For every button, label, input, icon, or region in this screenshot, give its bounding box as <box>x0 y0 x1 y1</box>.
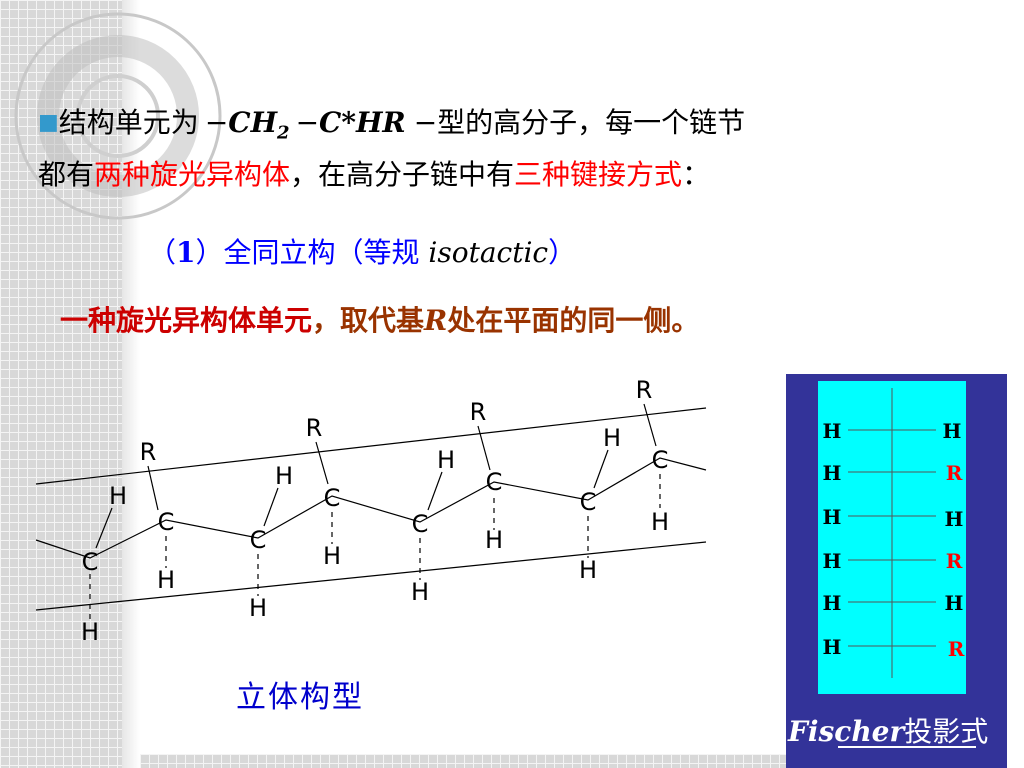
desc-text-a: ，取代基 <box>312 304 425 337</box>
bond-c8-r <box>643 403 657 447</box>
fischer-right-label: R <box>946 461 963 485</box>
bond-c6-r <box>477 425 491 471</box>
fischer-left-label: H <box>823 461 842 485</box>
fischer-right-label: R <box>948 637 965 661</box>
fischer-caption-name: Fischer <box>788 715 905 748</box>
bond-c2-r <box>147 465 159 511</box>
atom-h-down: H <box>651 508 669 536</box>
square-bullet-icon: ■ <box>38 110 59 135</box>
side-pattern-strip <box>0 0 122 768</box>
atom-r-substituent: R <box>470 398 487 426</box>
fischer-left-label: H <box>823 549 842 573</box>
atom-h-up: H <box>603 424 621 452</box>
atom-h-up: H <box>109 482 127 510</box>
atom-carbon: C <box>324 484 341 512</box>
atom-h-down: H <box>411 578 429 606</box>
fischer-left-label: H <box>823 505 842 529</box>
desc-text-b: 处在平面的同一侧。 <box>447 304 700 337</box>
line2-highlight-isomers: 两种旋光异构体 <box>94 158 291 191</box>
description-line: 一种旋光异构体单元，取代基R处在平面的同一侧。 <box>60 304 699 338</box>
decorative-circles <box>14 12 222 220</box>
line1-dash-1: − <box>204 106 229 139</box>
atom-h-down: H <box>323 542 341 570</box>
atom-h-up: H <box>275 462 293 490</box>
fischer-left-label: H <box>823 635 842 659</box>
atom-h-down: H <box>579 556 597 584</box>
atom-h-down: H <box>249 594 267 622</box>
plane-line-top <box>35 407 707 485</box>
plane-line-bottom <box>35 541 707 611</box>
atom-h-down: H <box>157 566 175 594</box>
desc-r-symbol: R <box>424 304 448 337</box>
fischer-right-label: R <box>946 549 963 573</box>
atom-carbon: C <box>82 548 99 576</box>
heading-latin: isotactic <box>428 236 549 269</box>
slide-text-line-1: ■结构单元为−CH2−C*HR−型的高分子，每一个链节 <box>38 106 745 151</box>
fischer-right-label: H <box>945 591 964 615</box>
fischer-right-label: H <box>943 419 962 443</box>
bond-c3-h <box>263 487 279 527</box>
line2-text-a: 都有 <box>38 158 95 191</box>
bond-c5-h <box>427 471 443 511</box>
fischer-caption-rest: 投影式 <box>904 715 989 748</box>
line1-text-b: 型的高分子，每一个链节 <box>437 106 746 139</box>
fischer-right-label: H <box>945 507 964 531</box>
fischer-left-label: H <box>823 419 842 443</box>
atom-carbon: C <box>652 446 669 474</box>
bottom-pattern-strip <box>140 754 790 768</box>
atom-carbon: C <box>250 526 267 554</box>
atom-r-substituent: R <box>140 438 157 466</box>
line2-highlight-linkage: 三种键接方式 <box>514 158 683 191</box>
backbone-bonds <box>35 457 707 559</box>
fischer-caption-underline <box>838 746 976 748</box>
formula-ch2-subscript: 2 <box>277 122 290 144</box>
slide-text-line-2: 都有两种旋光异构体，在高分子链中有三种键接方式： <box>38 158 710 192</box>
line1-dash-3: − <box>413 106 438 139</box>
atom-r-substituent: R <box>636 376 653 404</box>
section-heading-isotactic: （1）全同立构（等规 isotactic） <box>148 236 576 270</box>
stereo-configuration-caption: 立体构型 <box>236 680 364 715</box>
atom-h-down: H <box>485 526 503 554</box>
formula-ch2: CH <box>228 106 278 139</box>
atom-h-up: H <box>437 446 455 474</box>
fischer-projection-caption: Fischer投影式 <box>788 710 988 750</box>
line2-text-c: ： <box>682 158 711 191</box>
bond-c1-h <box>95 507 113 549</box>
bond-c7-h <box>593 449 609 489</box>
heading-text: ）全同立构（等规 <box>195 236 429 269</box>
desc-highlight: 一种旋光异构体单元 <box>60 304 313 337</box>
atom-carbon: C <box>158 508 175 536</box>
bond-c4-r <box>315 441 329 485</box>
atom-h-down: H <box>81 618 99 646</box>
atom-carbon: C <box>412 510 429 538</box>
atom-r-substituent: R <box>306 414 323 442</box>
fischer-left-label: H <box>823 591 842 615</box>
line1-text-a: 结构单元为 <box>58 106 199 139</box>
atom-carbon: C <box>580 488 597 516</box>
formula-chr: C*HR <box>319 106 406 139</box>
atom-carbon: C <box>486 468 503 496</box>
heading-close: ） <box>548 236 577 269</box>
line1-dash-2: − <box>295 106 320 139</box>
heading-number: 1 <box>176 236 196 269</box>
heading-open: （ <box>148 236 177 269</box>
line2-text-b: ，在高分子链中有 <box>290 158 515 191</box>
